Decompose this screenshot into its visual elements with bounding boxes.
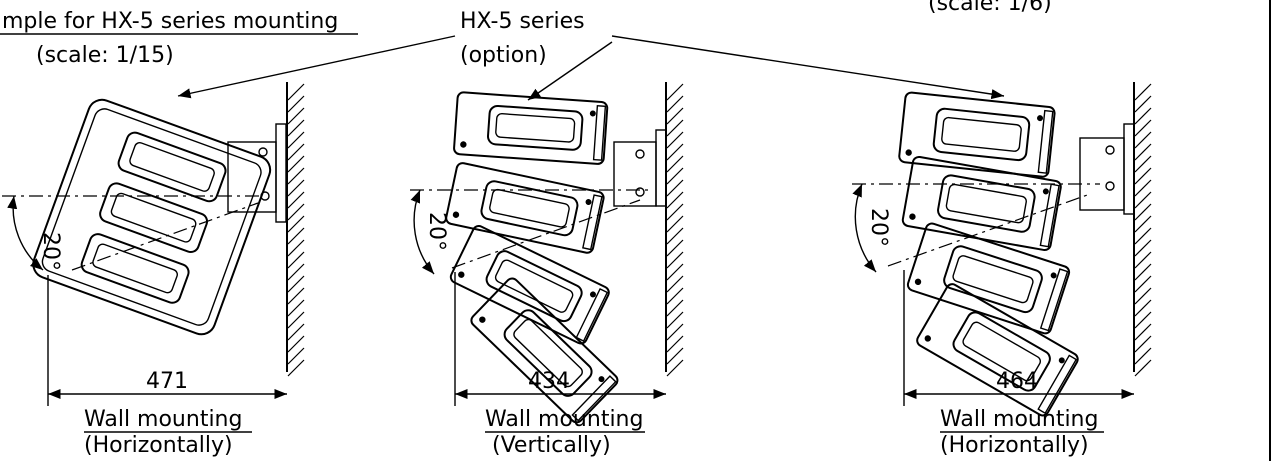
view-3-dimension: 464 xyxy=(996,369,1038,394)
speaker-array-vertical xyxy=(445,91,619,424)
title-left: mple for HX-5 series mounting xyxy=(2,9,338,34)
view-3-orientation: (Horizontally) xyxy=(940,433,1089,458)
view-2-orientation: (Vertically) xyxy=(492,433,611,458)
view-1-angle: 20° xyxy=(38,232,63,271)
view-1-caption: Wall mounting xyxy=(84,407,242,432)
callout-subtitle: (option) xyxy=(460,43,547,68)
view-2-angle: 20° xyxy=(424,212,449,251)
wall-hatch-3 xyxy=(1134,83,1152,377)
callout-title: HX-5 series xyxy=(460,9,585,34)
view-1-dimension: 471 xyxy=(146,369,188,394)
callout-leaders xyxy=(177,35,1005,101)
view-1-orientation: (Horizontally) xyxy=(84,433,233,458)
view-1-horizontal: 20° 471 Wall mounting (Horizontally) xyxy=(2,82,305,458)
view-2-vertical: 20° 434 Wall mounting (Vertically) xyxy=(410,82,684,458)
view-3-caption: Wall mounting xyxy=(940,407,1098,432)
wall-hatch-2 xyxy=(666,83,684,377)
speaker-array-horizontal xyxy=(898,91,1079,417)
view-2-caption: Wall mounting xyxy=(485,407,643,432)
view-2-dimension: 434 xyxy=(528,369,570,394)
wall-hatch-1 xyxy=(287,83,305,377)
view-3-horizontal: 20° 464 Wall mounting (Horizontally) xyxy=(852,82,1152,458)
scale-left: (scale: 1/15) xyxy=(36,43,174,68)
view-3-angle: 20° xyxy=(866,208,891,247)
scale-right: (scale: 1/6) xyxy=(928,0,1052,16)
